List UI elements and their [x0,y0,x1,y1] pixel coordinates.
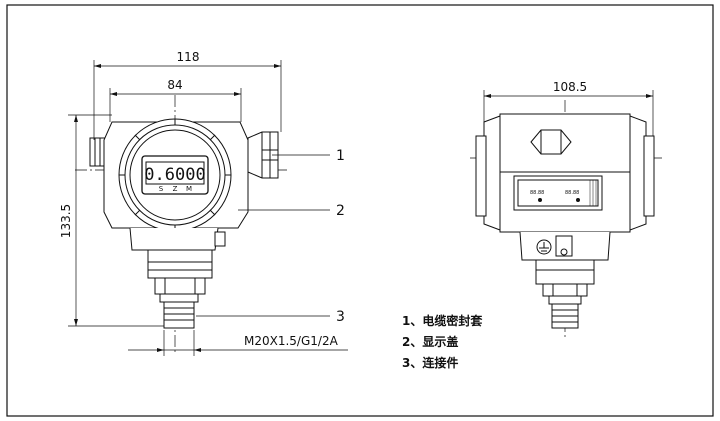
dim-thread-spec: M20X1.5/G1/2A [244,334,339,348]
side-reading-right: 88.88 [565,190,579,196]
key-m: M [186,185,192,193]
side-view [470,90,665,340]
dim-width-body: 84 [167,78,182,92]
dim-side-width: 108.5 [553,80,587,94]
side-reading-left: 88.88 [530,190,544,196]
side-display-panel [513,175,603,211]
lcd-reading: 0.6000 [144,165,205,185]
key-s: S [159,185,164,193]
callout-1: 1 [336,148,345,164]
legend-item-2: 2、显示盖 [402,334,458,349]
drawing-frame [6,4,714,417]
dim-height-total: 133.5 [59,204,73,238]
callout-2: 2 [336,203,345,219]
legend-item-1: 1、电缆密封套 [402,313,483,328]
legend-item-3: 3、连接件 [402,355,458,370]
ground-icon [536,239,552,255]
front-view [68,60,348,356]
key-z: Z [173,185,178,193]
dim-width-total: 118 [177,50,200,64]
callout-3: 3 [336,309,345,325]
